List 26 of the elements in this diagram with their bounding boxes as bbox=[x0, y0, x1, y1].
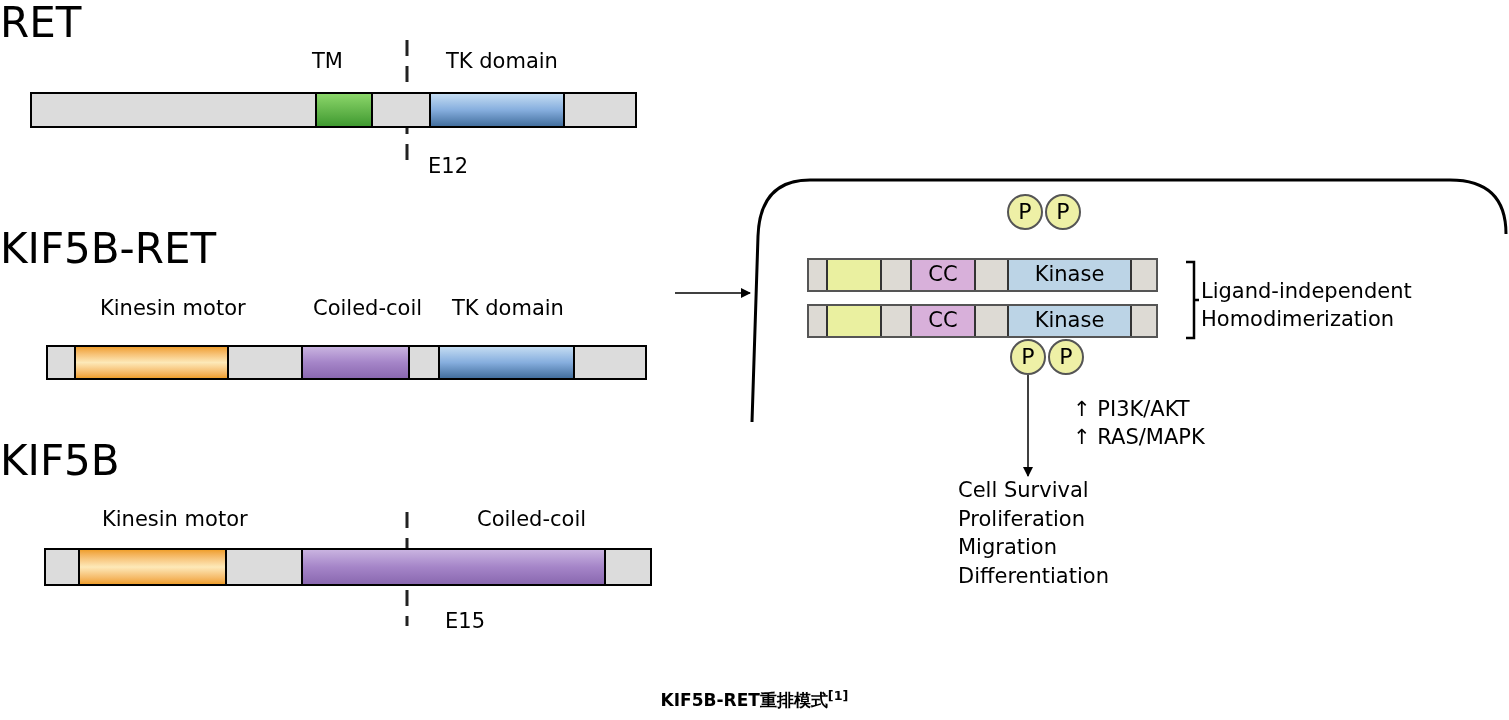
arrow bbox=[1023, 374, 1033, 477]
domain-label: Coiled-coil bbox=[477, 506, 587, 533]
cell-membrane bbox=[750, 176, 1509, 424]
domain-label: Kinesin motor bbox=[100, 295, 246, 322]
protein-name: KIF5B-RET bbox=[0, 226, 217, 272]
outcome-text: Cell Survival Proliferation Migration Differentiation bbox=[958, 476, 1158, 592]
receptor-chain bbox=[807, 258, 1158, 292]
receptor-chain bbox=[807, 304, 1158, 338]
domain-label: ↑ RAS/MAPK bbox=[1073, 424, 1205, 451]
protein-name: RET bbox=[0, 0, 82, 46]
domain-label: Kinesin motor bbox=[102, 506, 248, 533]
coiled-coil-domain: CC bbox=[910, 260, 976, 290]
domain-label: E12 bbox=[428, 153, 468, 180]
protein-name: KIF5B bbox=[0, 438, 120, 484]
coiled-coil-domain: CC bbox=[910, 306, 976, 336]
caption: KIF5B-RET重排模式$^{[1]}$ bbox=[659, 688, 850, 712]
arrow bbox=[674, 288, 751, 298]
kinase-domain: Kinase bbox=[1007, 260, 1132, 290]
domain-label: TK domain bbox=[452, 295, 564, 322]
domain-label: ↑ PI3K/AKT bbox=[1073, 396, 1190, 423]
domain-label: Ligand-independent Homodimerization bbox=[1201, 278, 1413, 333]
domain-label: Coiled-coil bbox=[313, 295, 423, 322]
domain-label: TM bbox=[312, 48, 343, 75]
kinase-domain: Kinase bbox=[1007, 306, 1132, 336]
domain-label: E15 bbox=[445, 608, 485, 635]
domain-label: TK domain bbox=[446, 48, 558, 75]
